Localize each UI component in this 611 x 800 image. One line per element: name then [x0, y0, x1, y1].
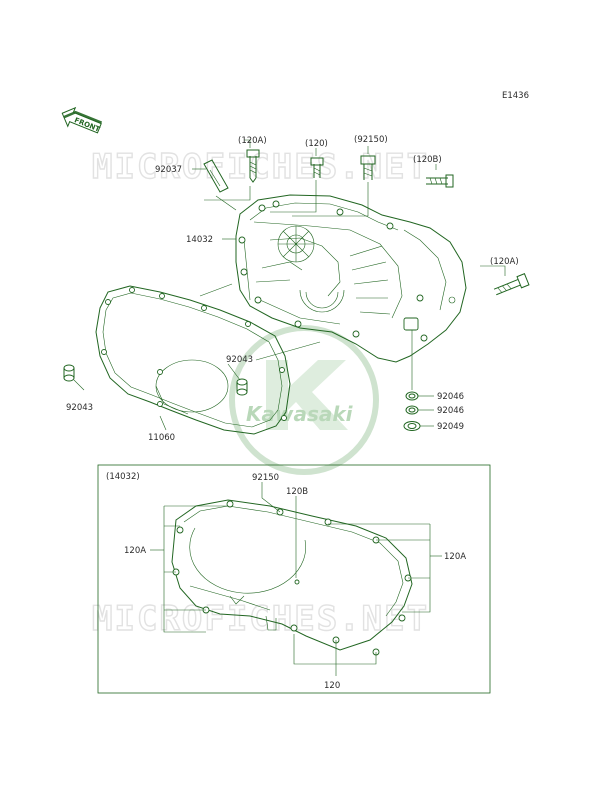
label-120a-top: (120A) — [238, 136, 267, 146]
inset-leader-lines — [150, 482, 442, 676]
label-92046-a: 92046 — [437, 392, 464, 402]
inset-cover-outline — [171, 499, 413, 656]
label-120a-right: (120A) — [490, 257, 519, 267]
label-92046-b: 92046 — [437, 406, 464, 416]
logo-text: Kawasaki — [246, 402, 354, 426]
bolt-120a-right — [493, 273, 530, 296]
inset-frame — [97, 464, 491, 694]
inset-label-120b: 120B — [286, 487, 308, 497]
label-120b-top: (120B) — [413, 155, 442, 165]
label-92037: 92037 — [155, 165, 182, 175]
bolt-120-top — [310, 157, 324, 178]
inset-label-120a-right: 120A — [444, 552, 466, 562]
inset-label-120a-left: 120A — [124, 546, 146, 556]
inset-label-120: 120 — [324, 681, 340, 691]
dowel-pin-92043-mid — [236, 378, 248, 396]
watermark-top: MICROFICHES.NET — [92, 147, 429, 187]
bolt-120b-top — [426, 174, 454, 188]
inset-title: (14032) — [106, 472, 140, 482]
bolt-92150-top — [360, 155, 376, 180]
label-14032: 14032 — [186, 235, 213, 245]
leader-lines-upper — [73, 139, 506, 431]
watermark-bottom: MICROFICHES.NET — [92, 599, 429, 639]
diagram-code: E1436 — [502, 91, 529, 101]
gasket-11060 — [95, 285, 291, 435]
clutch-cover-14032 — [235, 194, 467, 363]
label-92150-top: (92150) — [354, 135, 388, 145]
washer-92046-a — [405, 391, 419, 401]
kawasaki-logo: Kawasaki — [229, 325, 379, 475]
front-arrow-icon: FRONT — [61, 106, 103, 134]
seal-92049 — [403, 421, 421, 431]
inset-label-92150: 92150 — [252, 473, 279, 483]
dowel-pin-92043-left — [63, 364, 75, 382]
label-92043-left: 92043 — [66, 403, 93, 413]
bolt-120a-top — [246, 149, 260, 183]
washer-92046-b — [405, 405, 419, 415]
label-11060: 11060 — [148, 433, 175, 443]
bracket-92037 — [203, 159, 229, 193]
label-120-top: (120) — [305, 139, 328, 149]
label-92043-mid: 92043 — [226, 355, 253, 365]
label-92049: 92049 — [437, 422, 464, 432]
